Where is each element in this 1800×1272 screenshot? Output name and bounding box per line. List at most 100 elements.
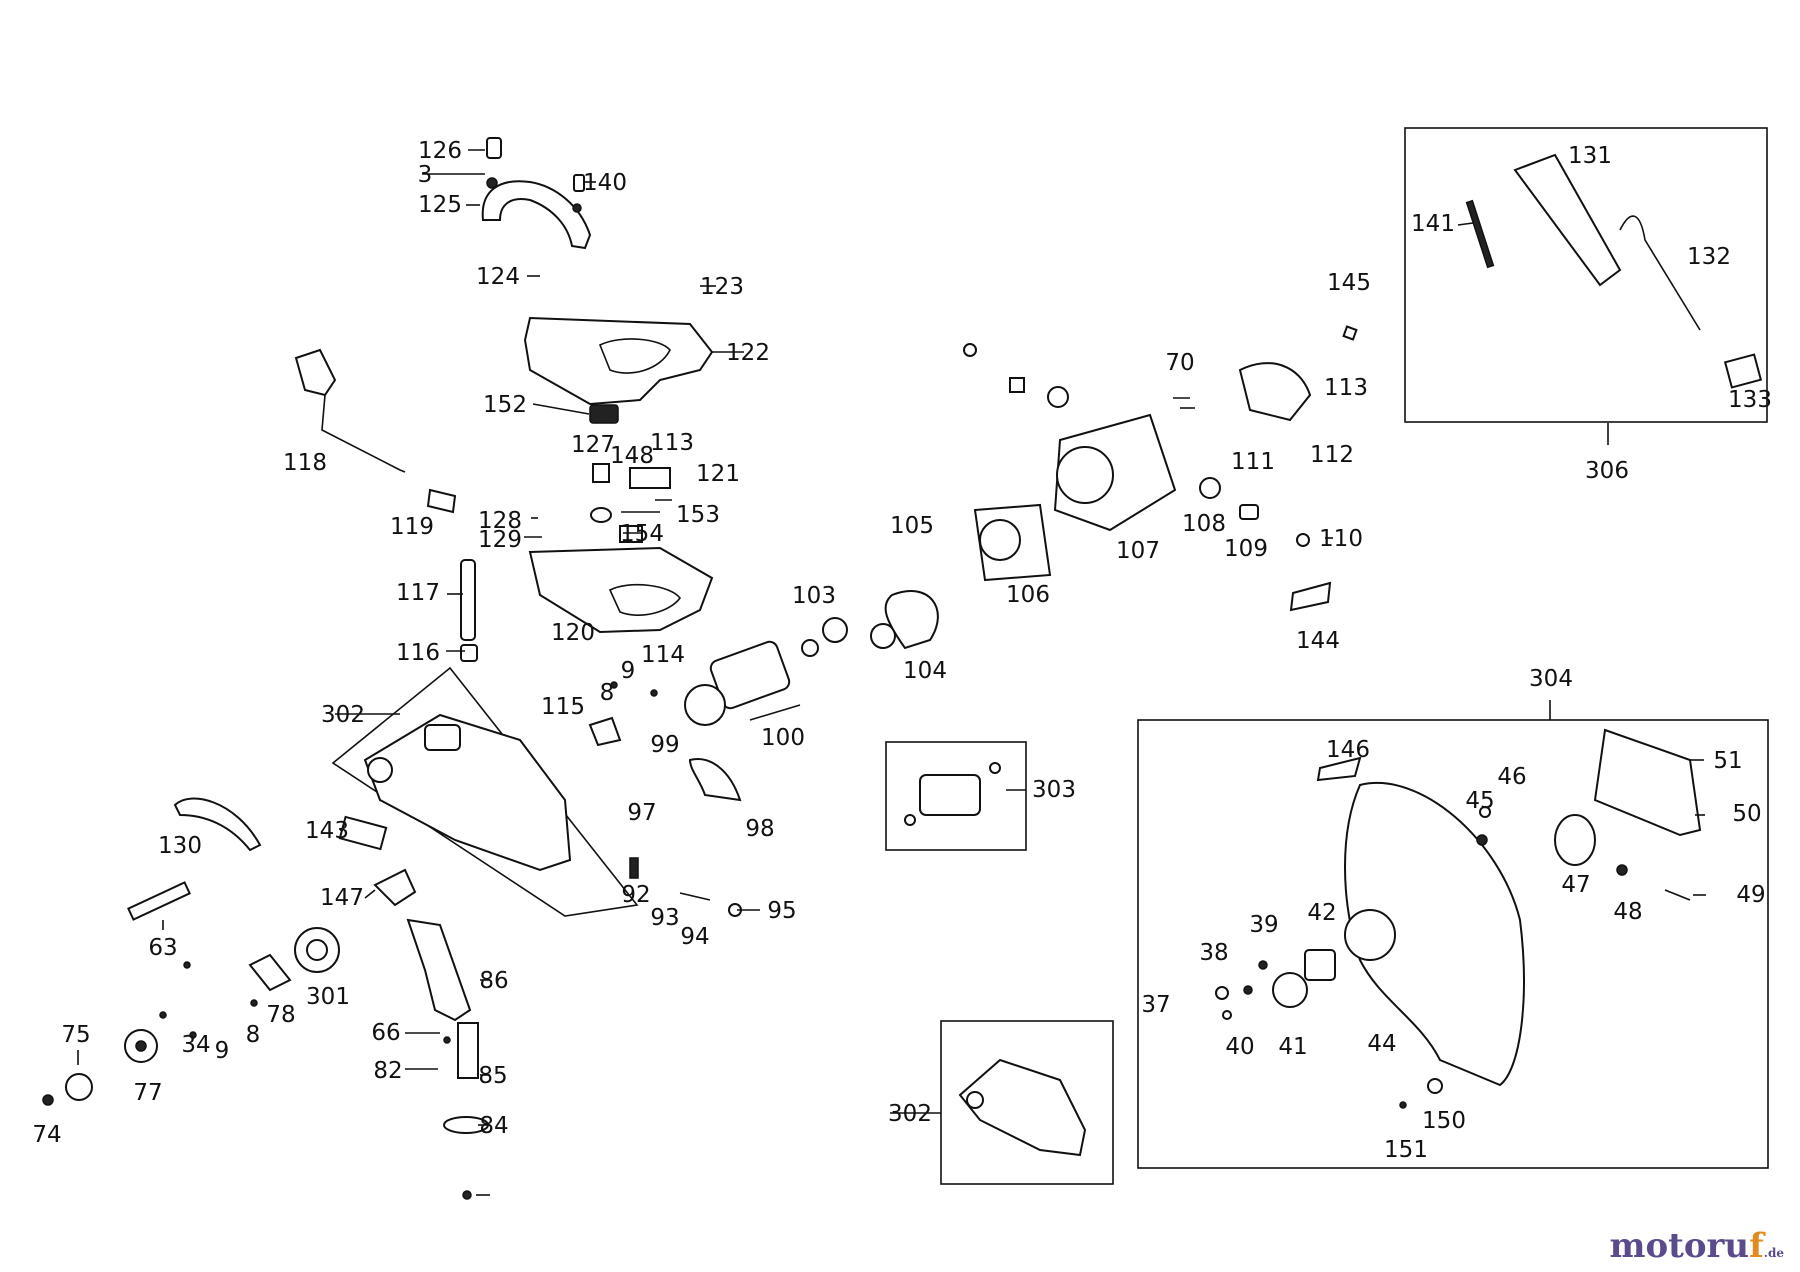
part-label-97: 97 [627,800,656,826]
part-label-109: 109 [1224,536,1268,562]
part-label-141: 141 [1411,211,1455,237]
handle-part [481,177,592,250]
part-label-77: 77 [133,1080,162,1106]
part-label-8: 8 [600,680,615,706]
part-label-75: 75 [61,1022,90,1048]
bottom-housing-part [528,546,714,634]
part-label-302: 302 [888,1101,932,1127]
part-label-86: 86 [479,968,508,994]
stator-part [973,503,1052,582]
part-label-84: 84 [479,1113,508,1139]
part-label-303: 303 [1032,777,1076,803]
part-label-140: 140 [583,170,627,196]
part-label-111: 111 [1231,449,1275,475]
part-label-151: 151 [1384,1137,1428,1163]
kit-box-302-large [331,666,639,917]
blade-guard-part [363,713,572,872]
part-label-148: 148 [610,443,654,469]
part-label-121: 121 [696,461,740,487]
part-label-40: 40 [1225,1034,1254,1060]
part-label-152: 152 [483,392,527,418]
part-label-105: 105 [890,513,934,539]
part-label-132: 132 [1687,244,1731,270]
part-label-131: 131 [1568,143,1612,169]
part-label-128: 128 [478,508,522,534]
part-label-126: 126 [418,138,462,164]
kit-box-304 [1137,719,1769,1169]
part-label-82: 82 [373,1058,402,1084]
part-label-154: 154 [620,521,664,547]
part-label-117: 117 [396,580,440,606]
part-label-124: 124 [476,264,520,290]
part-label-42: 42 [1307,900,1336,926]
part-label-143: 143 [305,818,349,844]
part-label-144: 144 [1296,628,1340,654]
part-label-48: 48 [1613,899,1642,925]
part-label-8: 8 [246,1022,261,1048]
armature-part [684,640,801,726]
part-label-99: 99 [650,732,679,758]
part-label-133: 133 [1728,387,1772,413]
part-label-146: 146 [1326,737,1370,763]
part-label-150: 150 [1422,1108,1466,1134]
part-label-114: 114 [641,642,685,668]
part-label-306: 306 [1585,458,1629,484]
part-label-39: 39 [1249,912,1278,938]
part-label-130: 130 [158,833,202,859]
part-label-74: 74 [32,1122,61,1148]
part-label-3: 3 [418,162,433,188]
part-label-70: 70 [1165,350,1194,376]
part-label-49: 49 [1736,882,1765,908]
part-label-127: 127 [571,432,615,458]
part-label-145: 145 [1327,270,1371,296]
power-cord-part [294,348,406,473]
part-label-44: 44 [1367,1031,1396,1057]
part-label-108: 108 [1182,511,1226,537]
part-label-41: 41 [1278,1034,1307,1060]
part-label-47: 47 [1561,872,1590,898]
motor-housing-part [1053,413,1177,532]
part-label-38: 38 [1199,940,1228,966]
part-label-304: 304 [1529,666,1573,692]
part-label-147: 147 [320,885,364,911]
part-label-94: 94 [680,924,709,950]
part-label-46: 46 [1497,764,1526,790]
part-label-37: 37 [1141,992,1170,1018]
part-label-113: 113 [650,430,694,456]
part-label-106: 106 [1006,582,1050,608]
part-label-9: 9 [621,658,636,684]
part-label-51: 51 [1713,748,1742,774]
part-label-116: 116 [396,640,440,666]
part-label-302: 302 [321,702,365,728]
part-label-110: 110 [1319,526,1363,552]
part-label-95: 95 [767,898,796,924]
part-label-34: 34 [181,1032,210,1058]
part-label-153: 153 [676,502,720,528]
part-label-9: 9 [215,1038,230,1064]
part-label-118: 118 [283,450,327,476]
part-label-115: 115 [541,694,585,720]
part-label-129: 129 [478,527,522,553]
top-cover-part [523,316,714,406]
part-label-93: 93 [650,905,679,931]
part-label-78: 78 [266,1002,295,1028]
part-label-85: 85 [478,1063,507,1089]
part-label-122: 122 [726,340,770,366]
saw-blade-guard-part [1344,782,1525,1087]
part-label-50: 50 [1732,801,1761,827]
kit-box-303 [885,741,1027,851]
part-label-120: 120 [551,620,595,646]
part-label-92: 92 [621,882,650,908]
brand-watermark: motoruf.de [1609,1226,1784,1266]
kit-box-302-small [940,1020,1114,1185]
part-label-125: 125 [418,192,462,218]
part-label-301: 301 [306,984,350,1010]
kit-box-306 [1404,127,1768,423]
part-label-103: 103 [792,583,836,609]
part-label-104: 104 [903,658,947,684]
part-label-123: 123 [700,274,744,300]
part-label-119: 119 [390,514,434,540]
part-label-113: 113 [1324,375,1368,401]
